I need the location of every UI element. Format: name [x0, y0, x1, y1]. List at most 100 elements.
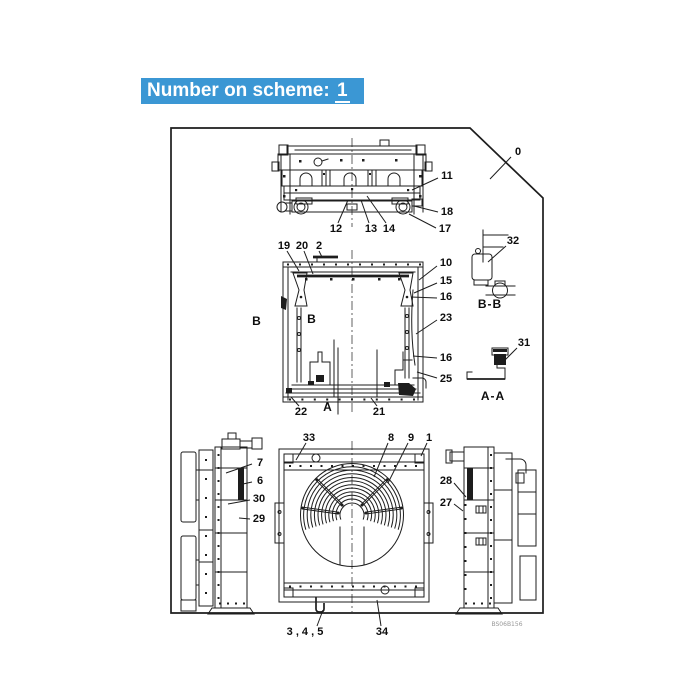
callout-leader-2	[318, 250, 323, 258]
callout-leader-19	[286, 250, 300, 272]
hose-clamp-icon	[492, 282, 508, 299]
callout-leader-27	[453, 503, 464, 512]
callout-leader-31	[502, 347, 518, 363]
detail-b-b	[471, 229, 516, 299]
callout-32: 32	[507, 235, 519, 247]
detail-label-aa: A-A	[481, 389, 505, 403]
callout-leader-22	[290, 396, 300, 407]
drain-hook-part	[315, 597, 325, 613]
callout-leader-1	[420, 442, 428, 457]
detail-label-bb: B-B	[478, 297, 502, 311]
callout-leader-13	[360, 199, 370, 224]
callout-8: 8	[388, 432, 394, 444]
callout-leader-6	[242, 481, 253, 485]
left-hose-stub	[281, 296, 287, 310]
callout-19: 19	[278, 240, 290, 252]
callout-15: 15	[440, 275, 452, 287]
banner-text: Number on scheme:	[147, 80, 335, 101]
callout-33: 33	[303, 432, 315, 444]
fan-guard-spokes	[301, 478, 403, 515]
callout-1: 1	[426, 432, 432, 444]
callout-12: 12	[330, 223, 342, 235]
pipe-stub-icon	[251, 437, 263, 450]
callout-leader-16	[410, 296, 438, 299]
callout-leader-11	[411, 177, 439, 191]
callout-leader-34	[376, 599, 382, 627]
callout-leader-32	[487, 245, 507, 263]
callout-34: 34	[376, 626, 389, 638]
callout-leader-21	[370, 397, 378, 407]
fan-shroud-circle	[300, 463, 404, 567]
callout-leader-33	[295, 442, 307, 461]
callout-13: 13	[365, 223, 377, 235]
callout-leader-23	[415, 319, 438, 335]
diagram-border	[170, 127, 544, 614]
detail-a-a	[466, 347, 509, 380]
callout-6: 6	[257, 475, 263, 487]
callout-29: 29	[253, 513, 265, 525]
callout-16: 16	[440, 352, 452, 364]
side-seal-strip	[238, 468, 244, 500]
callout-16: 16	[440, 291, 452, 303]
callout-leader-17	[408, 213, 437, 229]
callout-2: 2	[316, 240, 322, 252]
side-bracket-right	[423, 502, 434, 544]
bracket-pad	[494, 354, 506, 365]
clamp-bracket	[471, 253, 493, 281]
callout-3 , 4 , 5: 3 , 4 , 5	[287, 626, 324, 638]
callout-leader-9	[387, 442, 409, 484]
callout-leader-0	[489, 156, 512, 180]
callout-0: 0	[515, 146, 521, 158]
callout-10: 10	[440, 257, 452, 269]
section-label-a: A	[323, 400, 333, 414]
callout-17: 17	[439, 223, 451, 235]
vent-hole-top	[311, 453, 321, 463]
callout-28: 28	[440, 475, 452, 487]
callout-22: 22	[295, 406, 307, 418]
callout-leader-28	[453, 482, 467, 498]
callout-leader-25	[416, 371, 438, 379]
right-side-view	[445, 446, 537, 615]
scheme-number: 1	[334, 80, 350, 103]
side-bracket-left	[274, 502, 285, 544]
bolt-dots	[205, 263, 492, 605]
callout-leader-29	[238, 517, 251, 520]
callout-leader-16	[412, 355, 438, 359]
callout-30: 30	[253, 493, 265, 505]
callout-7: 7	[257, 457, 263, 469]
callout-leader-3 , 4 , 5	[316, 609, 324, 627]
callout-leader-10	[418, 265, 438, 281]
section-label-b-outer: B	[252, 314, 262, 328]
callout-20: 20	[296, 240, 308, 252]
radiator-front-view	[281, 250, 427, 415]
section-label-b-inner: B	[307, 312, 317, 326]
callout-leader-18	[413, 205, 439, 213]
callout-18: 18	[441, 206, 453, 218]
elbow-pipe-icon	[276, 201, 288, 213]
callout-31: 31	[518, 337, 530, 349]
corner-post-right	[398, 272, 414, 307]
callout-leader-8	[373, 442, 389, 478]
pipe-outlet-right-icon	[395, 199, 411, 215]
callout-27: 27	[440, 497, 452, 509]
callout-23: 23	[440, 312, 452, 324]
center-bracket	[309, 351, 331, 385]
callout-leader-14	[366, 195, 387, 224]
callout-14: 14	[383, 223, 396, 235]
callout-25: 25	[440, 373, 452, 385]
callout-leader-12	[337, 199, 349, 224]
callout-leader-30	[227, 499, 251, 505]
radiator-top-view	[271, 138, 433, 227]
pipe-stub-icon	[445, 449, 453, 464]
side-seal-strip	[467, 468, 473, 500]
callout-9: 9	[408, 432, 414, 444]
pipe-outlet-left-icon	[293, 199, 309, 215]
left-side-view	[180, 432, 263, 615]
corner-post-left	[292, 272, 308, 307]
elbow-pipe-icon	[505, 458, 527, 474]
drawing-code: BS06B156	[491, 621, 522, 628]
callout-21: 21	[373, 406, 385, 418]
callout-leader-15	[413, 282, 438, 294]
